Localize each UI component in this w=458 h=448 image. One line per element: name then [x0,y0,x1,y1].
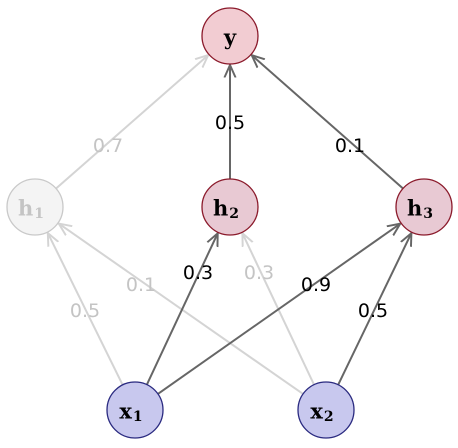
weight-label-h1-y: 0.7 [93,135,123,157]
weight-label-x1-h1: 0.5 [70,300,100,322]
nodes-layer: y h1 h2 h3 x1 x2 [6,7,453,439]
node-circle-y [201,7,259,65]
edge-x2-h1 [59,224,304,395]
node-circle-h3 [395,178,453,236]
node-circle-h1 [6,178,64,236]
node-x1: x1 [106,381,164,439]
weight-labels-layer: 0.7 0.5 0.1 0.5 0.1 0.3 0.3 0.9 0.5 [70,112,388,322]
edge-x1-h1 [48,233,124,386]
node-y: y [201,7,259,65]
node-circle-h2 [201,178,259,236]
edges-layer [48,55,412,395]
node-h3: h3 [395,178,453,236]
node-subscript-h3: 3 [423,206,433,222]
node-subscript-h2: 2 [229,206,239,222]
node-x2: x2 [297,381,355,439]
weight-label-x1-h3: 0.9 [301,274,331,296]
edge-x2-h3 [337,233,411,386]
edge-h1-y [55,55,208,190]
weight-label-x2-h1: 0.1 [126,274,156,296]
edge-h3-y [252,55,404,190]
node-h2: h2 [201,178,259,236]
edge-x1-h3 [157,224,400,395]
node-subscript-x2: 2 [324,409,334,425]
node-circle-x1 [106,381,164,439]
node-circle-x2 [297,381,355,439]
weight-label-h2-y: 0.5 [215,112,245,134]
weight-label-h3-y: 0.1 [335,135,365,157]
weight-label-x1-h2: 0.3 [183,262,213,284]
node-h1: h1 [6,178,64,236]
node-label-y: y [223,25,237,50]
node-subscript-x1: 1 [133,409,143,425]
edge-x1-h2 [145,233,218,386]
node-subscript-h1: 1 [34,206,44,222]
weight-label-x2-h3: 0.5 [358,300,388,322]
weight-label-x2-h2: 0.3 [244,262,274,284]
